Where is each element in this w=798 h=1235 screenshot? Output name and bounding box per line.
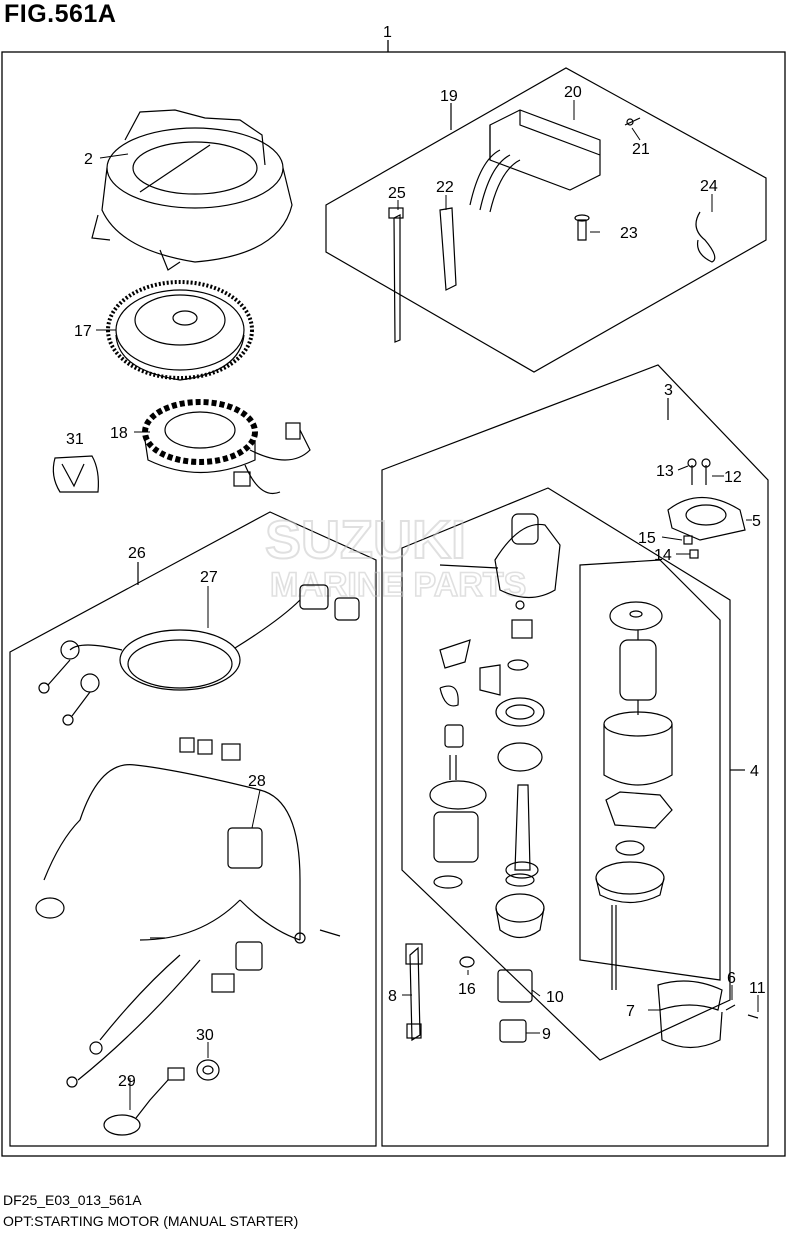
badge [52, 455, 99, 493]
group-box-armature [579, 559, 721, 981]
rectifier-group [388, 109, 716, 343]
part-label-2: 2 [84, 151, 93, 168]
part-label-20: 20 [564, 84, 582, 101]
part-label-13: 13 [656, 463, 674, 480]
part-label-10: 10 [546, 989, 564, 1006]
leader-lines [96, 100, 759, 1110]
part-label-28: 28 [248, 773, 266, 790]
figure-title: FIG.561A [4, 0, 117, 28]
stator [142, 399, 311, 494]
part-label-29: 29 [118, 1073, 136, 1090]
motor-bracket [667, 458, 746, 559]
part-label-7: 7 [626, 1003, 635, 1020]
group-box-19 [325, 67, 767, 373]
part-label-22: 22 [436, 179, 454, 196]
part-label-30: 30 [196, 1027, 214, 1044]
part-label-25: 25 [388, 185, 406, 202]
part-label-9: 9 [542, 1026, 551, 1043]
flywheel-cover [91, 109, 293, 271]
harness-group [35, 584, 360, 1088]
part-label-16: 16 [458, 981, 476, 998]
part-label-17: 17 [74, 323, 92, 340]
part-label-15: 15 [638, 530, 656, 547]
part-label-23: 23 [620, 225, 638, 242]
part-label-11: 11 [749, 980, 766, 997]
part-label-18: 18 [110, 425, 128, 442]
watermark-brand: SUZUKI [265, 510, 466, 570]
group-box-26 [9, 511, 377, 1147]
part-label-19: 19 [440, 88, 458, 105]
part-labels: 1 2 3 4 5 6 7 8 9 10 11 12 13 14 15 16 1… [66, 24, 766, 1090]
figure-code: DF25_E03_013_561A [3, 1192, 142, 1208]
part-label-26: 26 [128, 545, 146, 562]
starter-motor [429, 513, 561, 968]
part-label-8: 8 [388, 988, 397, 1005]
flywheel [106, 280, 254, 381]
part-label-14: 14 [654, 547, 672, 564]
relay-group [405, 943, 759, 1049]
part-label-27: 27 [200, 569, 218, 586]
part-label-21: 21 [632, 141, 650, 158]
part-label-1: 1 [383, 24, 392, 41]
armature-group [595, 601, 673, 990]
group-box-3 [381, 364, 769, 1147]
group-box-4 [401, 487, 731, 1061]
part-label-5: 5 [752, 513, 761, 530]
part-label-31: 31 [66, 431, 84, 448]
watermark: SUZUKI MARINE PARTS [264, 509, 527, 605]
group-boxes [9, 67, 769, 1147]
part-label-3: 3 [664, 382, 673, 399]
part-label-4: 4 [750, 763, 759, 780]
part-label-12: 12 [724, 469, 742, 486]
part-label-6: 6 [727, 970, 736, 987]
switch-group [103, 1059, 220, 1136]
figure-caption: OPT:STARTING MOTOR (MANUAL STARTER) [3, 1213, 299, 1229]
part-label-24: 24 [700, 178, 718, 195]
outer-frame [1, 40, 786, 1157]
